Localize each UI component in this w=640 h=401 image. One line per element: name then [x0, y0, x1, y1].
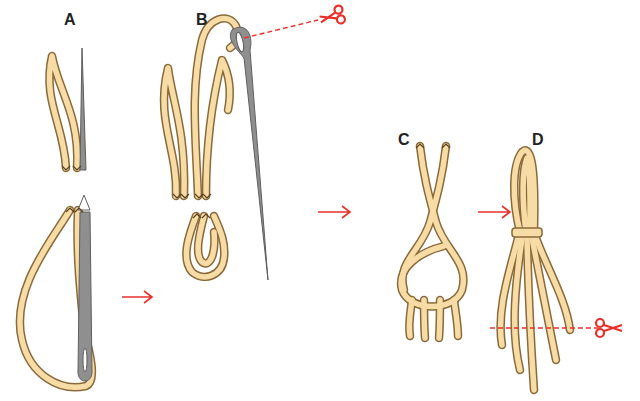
wrap-band	[512, 228, 542, 237]
thread-outlines	[20, 18, 570, 390]
thread-fills	[20, 18, 570, 390]
step-letter: D	[532, 132, 544, 148]
step-letter: B	[196, 12, 208, 28]
step-letter: C	[398, 132, 410, 148]
step-letter: A	[64, 12, 76, 28]
scissors	[318, 5, 622, 337]
step-arrows	[122, 206, 510, 303]
thread-tips	[62, 144, 450, 218]
cut-lines	[244, 20, 598, 328]
needles	[78, 27, 268, 381]
